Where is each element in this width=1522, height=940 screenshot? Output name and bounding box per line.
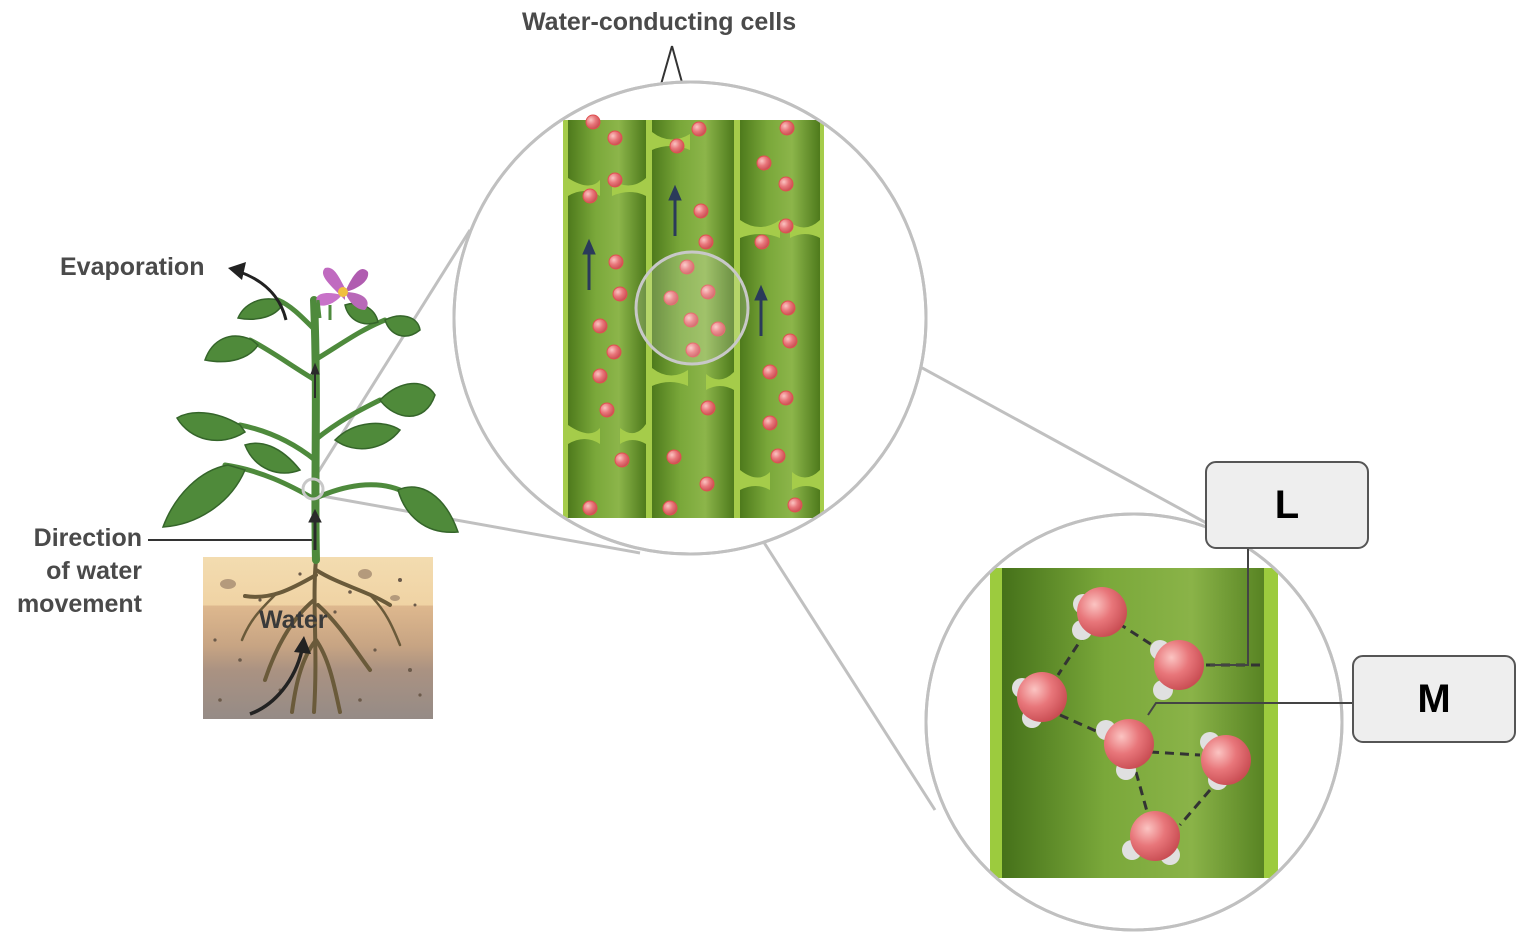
soil-block bbox=[203, 557, 433, 719]
water-molecule bbox=[1072, 587, 1127, 640]
molecule-zoom-circle bbox=[924, 512, 1344, 932]
direction-label: Direction of water movement bbox=[0, 522, 142, 621]
roots bbox=[240, 558, 402, 714]
water-conducting-cells-label: Water-conducting cells bbox=[522, 8, 797, 36]
water-molecules-small bbox=[582, 114, 803, 516]
water-molecule bbox=[1096, 719, 1154, 780]
evaporation-label: Evaporation bbox=[60, 253, 205, 281]
xylem-tube-1 bbox=[568, 120, 646, 518]
plant-illustration bbox=[148, 262, 460, 719]
stem-zoom-marker bbox=[301, 477, 325, 501]
evaporation-arrow bbox=[228, 262, 288, 321]
direction-label-line-3: movement bbox=[16, 590, 142, 618]
water-label: Water bbox=[259, 606, 328, 634]
water-molecule bbox=[1122, 811, 1180, 865]
callout-box-m: M bbox=[1352, 655, 1516, 743]
water-molecule bbox=[1200, 732, 1251, 790]
direction-label-line-2: of water bbox=[46, 557, 142, 585]
callout-box-l: L bbox=[1205, 461, 1369, 549]
water-molecules-large bbox=[1012, 587, 1251, 865]
water-molecule bbox=[1150, 640, 1204, 700]
soil-pebbles bbox=[213, 569, 422, 702]
callout-leader-lines bbox=[1147, 546, 1354, 716]
xylem-zoom-circle bbox=[452, 80, 928, 556]
flower bbox=[316, 267, 369, 320]
leaves bbox=[161, 298, 460, 533]
arrow-up-icon bbox=[582, 184, 768, 336]
direction-label-line-1: Direction bbox=[33, 524, 142, 552]
arrow-up-icon bbox=[308, 362, 322, 550]
inner-zoom-marker bbox=[634, 250, 750, 366]
water-arrow bbox=[249, 636, 311, 716]
water-molecule bbox=[1012, 672, 1067, 728]
